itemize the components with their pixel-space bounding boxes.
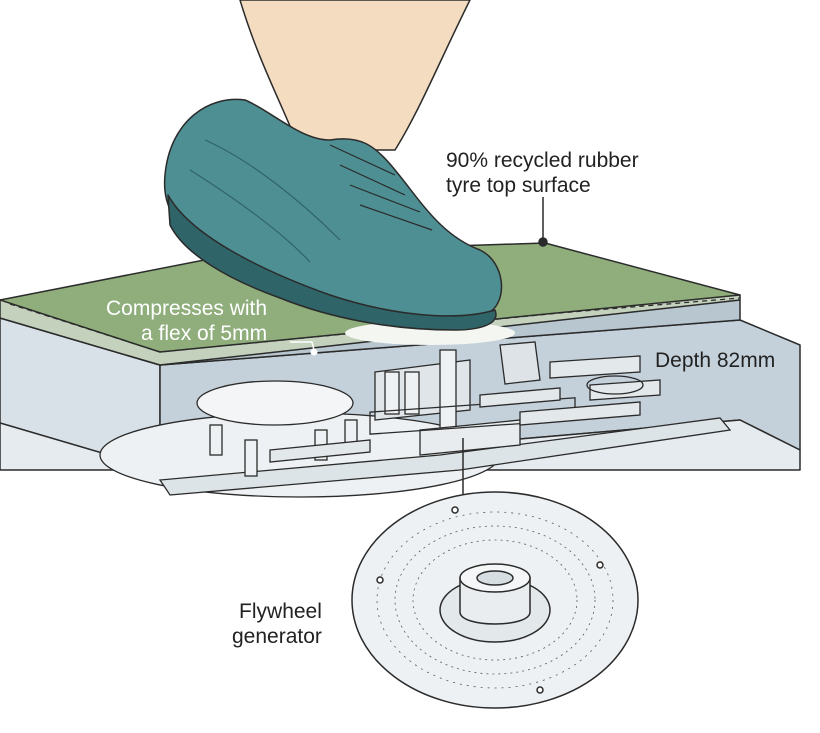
shoe-icon	[163, 98, 503, 331]
leg	[239, 0, 471, 151]
mechanism	[196, 341, 661, 477]
flex-label: Compresses with a flex of 5mm	[106, 297, 268, 345]
leader-lines	[290, 197, 548, 500]
flywheel-generator-icon	[351, 491, 639, 709]
flywheel-label: Flywheel generator	[232, 600, 322, 648]
depth-label: Depth 82mm	[655, 349, 776, 372]
top-surface-label: 90% recycled rubber tyre top surface	[446, 149, 639, 197]
